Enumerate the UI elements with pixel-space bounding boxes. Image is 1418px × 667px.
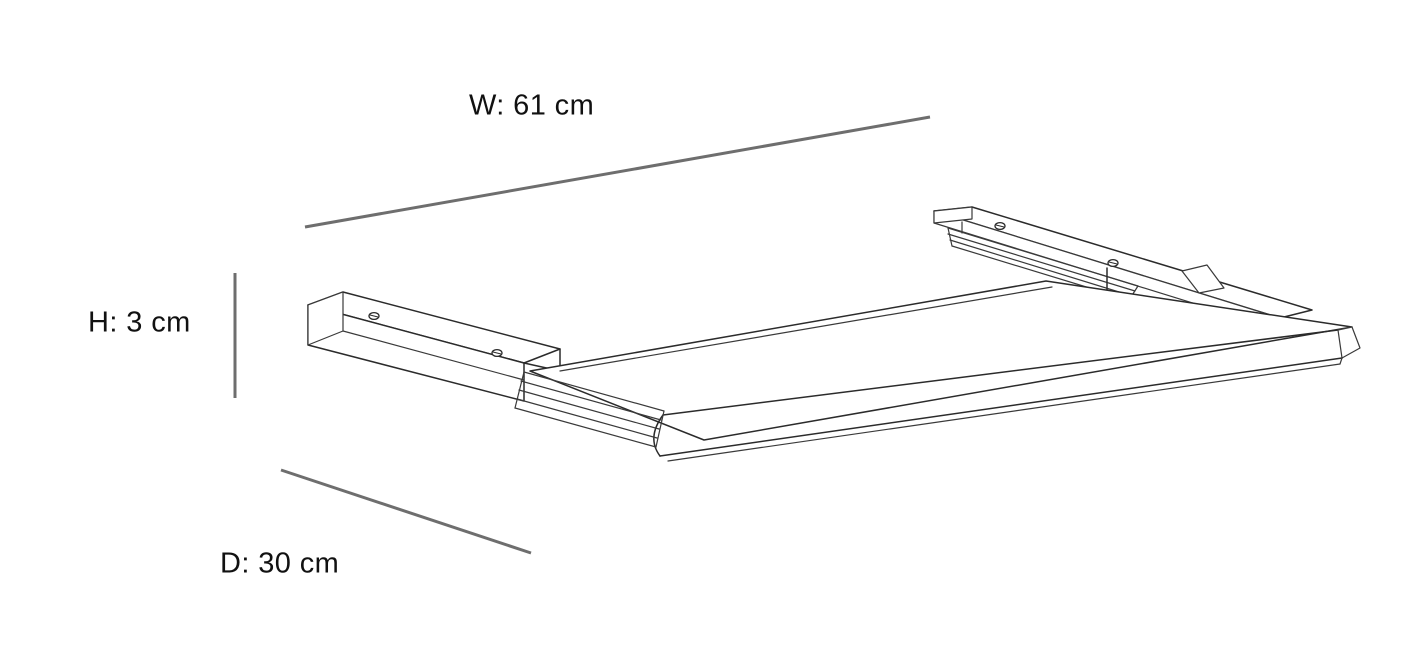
tray-platform [529,280,1361,462]
right-rail-bracket-tab [1181,264,1225,294]
right-rail-end-cap [933,206,973,224]
right-rail-screw-2 [1107,258,1119,268]
right-slide-rail-3 [949,239,1133,297]
tray-front-lip-crease [662,329,1339,416]
depth-label: D: 30 cm [220,548,339,580]
left-slide-rear-face [655,410,665,448]
tray-front-lip-bottom [667,363,1341,462]
left-rail-screw-2 [491,348,503,358]
left-slide-rail-1 [523,371,665,412]
left-slide-rail-5 [514,407,657,448]
tray-rear-recess-edge [559,286,1053,372]
tray-right-end-cap [1337,326,1361,359]
right-slide-front-end [947,227,953,247]
dimension-lines [233,115,931,555]
tray-front-lip-face [659,357,1343,457]
width-dimension-line [304,115,931,229]
left-rail-screw-1 [368,311,380,321]
left-rail-inner-edge [342,330,525,381]
right-rail-screw-1 [994,221,1006,231]
left-slide-front-face [514,371,525,409]
height-label: H: 3 cm [88,307,191,339]
width-label: W: 61 cm [469,90,594,122]
tray-right-end-lower [1339,357,1343,365]
left-slide-rail-2 [520,380,662,421]
dimension-labels: W: 61 cm H: 3 cm D: 30 cm [88,90,594,580]
depth-dimension-line [280,468,532,555]
left-telescoping-slide [514,371,665,448]
left-slide-rail-3 [518,389,660,430]
left-mounting-rail [307,291,561,402]
product-illustration [307,206,1361,462]
left-slide-rail-4 [516,398,658,439]
right-slide-rail-2 [947,233,1136,292]
